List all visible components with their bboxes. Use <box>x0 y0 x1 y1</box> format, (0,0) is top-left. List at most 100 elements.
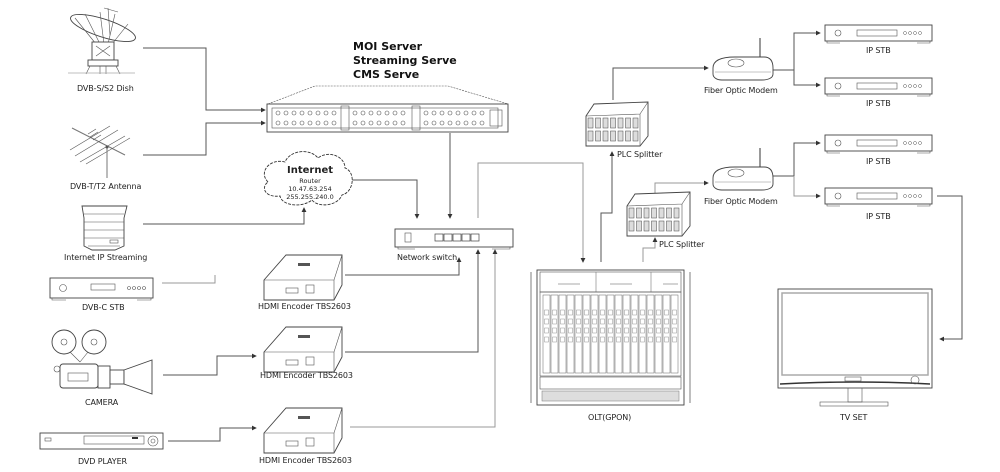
wire-modem1-stb2 <box>793 70 821 88</box>
wire-stbc-encoder1 <box>162 275 216 284</box>
server-port <box>423 110 429 116</box>
splitter-port <box>628 207 635 219</box>
olt-card <box>574 294 583 374</box>
server-port <box>315 110 321 116</box>
server-port <box>299 120 305 126</box>
server-port <box>439 110 445 116</box>
splitter-port <box>610 130 616 142</box>
wire-switch-olt <box>477 162 586 263</box>
olt-card <box>630 294 639 374</box>
server-port <box>360 120 366 126</box>
encoder-1-label: HDMI Encoder TBS2603 <box>258 302 351 311</box>
server-port <box>283 120 289 126</box>
server-port <box>431 110 437 116</box>
olt-card <box>614 294 623 374</box>
ip-streaming-label: Internet IP Streaming <box>64 253 148 262</box>
server-port <box>331 120 337 126</box>
server-port <box>376 110 382 116</box>
ip-stb-3-label: IP STB <box>866 157 891 166</box>
wire-splitter2-modem2 <box>654 180 709 196</box>
splitter-port <box>651 220 657 232</box>
olt-label: OLT(GPON) <box>588 413 632 422</box>
splitter-port <box>617 130 624 142</box>
splitter-port <box>636 220 642 232</box>
server-port <box>275 110 281 116</box>
server-port <box>392 120 398 126</box>
server-port <box>471 110 477 116</box>
splitter-port <box>602 117 609 129</box>
plc-splitter-1-label: PLC Splitter <box>617 150 663 159</box>
splitter-port <box>636 207 642 219</box>
server-port <box>315 120 321 126</box>
tv-set-label: TV SET <box>840 413 868 422</box>
film-camera-icon <box>51 329 153 395</box>
camera-label: CAMERA <box>85 398 119 407</box>
router-label: Router <box>299 177 321 185</box>
set-top-box-icon <box>824 24 933 44</box>
wire-dvd-encoder3 <box>168 425 257 442</box>
server-port <box>447 120 453 126</box>
server-port <box>400 120 406 126</box>
plc-splitter-2-label: PLC Splitter <box>659 240 705 249</box>
splitter-port <box>587 130 594 142</box>
server-port <box>479 120 485 126</box>
splitter-port <box>632 130 639 142</box>
antenna-label: DVB-T/T2 Antenna <box>70 182 142 191</box>
switch-port <box>443 233 453 242</box>
server-port <box>291 110 297 116</box>
splitter-port <box>610 117 616 129</box>
splitter-port <box>658 220 665 232</box>
wire-olt-splitter1 <box>600 151 615 262</box>
switch-port <box>461 233 471 242</box>
hdmi-encoder-icon <box>263 254 343 301</box>
ip-stb-4-label: IP STB <box>866 212 891 221</box>
splitter-port <box>628 220 635 232</box>
fiber-modem-icon <box>712 148 774 191</box>
server-port <box>439 120 445 126</box>
wire-modem1-stb1 <box>793 30 821 70</box>
wire-modem2-stb3 <box>793 140 821 176</box>
router-subnet-mask: 255.255.240.0 <box>286 193 334 201</box>
server-port <box>283 110 289 116</box>
wire-encoder1-switch <box>345 257 462 276</box>
server-port <box>463 120 469 126</box>
encoder-2-label: HDMI Encoder TBS2603 <box>260 371 353 380</box>
server-port <box>384 110 390 116</box>
splitter-port <box>666 207 672 219</box>
olt-card <box>670 294 679 374</box>
server-port <box>352 110 358 116</box>
olt-card <box>606 294 615 374</box>
server-port <box>455 120 461 126</box>
router-ip: 10.47.63.254 <box>288 185 332 193</box>
server-port <box>299 110 305 116</box>
server-port <box>360 110 366 116</box>
olt-card <box>550 294 559 374</box>
splitter-port <box>625 130 631 142</box>
splitter-port <box>632 117 639 129</box>
server-title-line: MOI Server <box>353 40 423 53</box>
server-port <box>479 110 485 116</box>
wire-olt-splitter2 <box>642 237 658 262</box>
wire-splitter1-modem1 <box>612 65 709 100</box>
wire-cloud-switch <box>350 179 420 219</box>
server-port <box>463 110 469 116</box>
set-top-box-icon <box>824 187 933 207</box>
yagi-antenna-icon <box>69 125 131 178</box>
internet-router-info: Internet Router 10.47.63.254 255.255.240… <box>270 165 350 201</box>
connection-lines <box>143 30 963 442</box>
server-title-line: Streaming Serve <box>353 54 457 67</box>
server-port <box>275 120 281 126</box>
set-top-box-icon <box>824 77 933 97</box>
server-port <box>307 120 313 126</box>
network-switch-icon <box>394 228 514 250</box>
splitter-port <box>643 207 650 219</box>
server-port <box>331 110 337 116</box>
server-port <box>455 110 461 116</box>
server-title: MOI Server Streaming Serve CMS Serve <box>353 40 457 82</box>
fiber-modem-2-label: Fiber Optic Modem <box>704 197 778 206</box>
tv-icon <box>777 288 933 407</box>
hdmi-encoder-icon <box>263 326 343 373</box>
olt-card <box>638 294 647 374</box>
splitter-port <box>666 220 672 232</box>
